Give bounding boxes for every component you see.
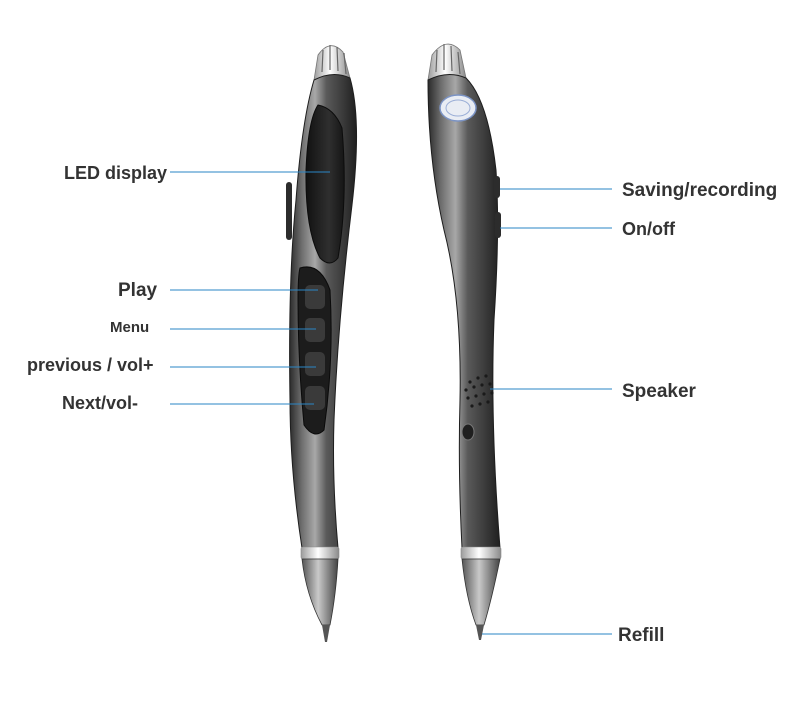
on-off-switch — [495, 212, 501, 238]
label-on-off: On/off — [622, 219, 675, 239]
label-saving-recording: Saving/recording — [622, 180, 778, 201]
play-button — [305, 285, 325, 309]
next-button — [305, 386, 325, 410]
right-pen — [427, 43, 502, 640]
led-display-panel — [305, 104, 345, 264]
label-next-vol-down: Next/vol- — [62, 393, 139, 413]
leader-lines — [170, 171, 612, 635]
right-pen-body — [427, 74, 501, 549]
label-led-display: LED display — [64, 163, 168, 183]
left-pen-chrome-ring — [300, 546, 340, 560]
label-refill: Refill — [618, 625, 665, 646]
right-pen-lens — [461, 423, 475, 441]
previous-button — [305, 352, 325, 376]
menu-button — [305, 318, 325, 342]
left-pen-tip — [301, 558, 339, 626]
left-pen-side-button — [286, 182, 292, 240]
label-menu: Menu — [110, 319, 150, 336]
right-pen-sticker — [439, 94, 477, 122]
left-pen — [286, 45, 358, 642]
label-previous-vol-up: previous / vol+ — [27, 355, 154, 375]
speaker-grille — [464, 374, 494, 408]
label-speaker: Speaker — [622, 381, 696, 402]
label-play: Play — [118, 280, 158, 301]
right-pen-chrome-ring — [460, 546, 502, 560]
saving-recording-switch — [494, 176, 500, 198]
right-pen-tip — [461, 558, 501, 626]
